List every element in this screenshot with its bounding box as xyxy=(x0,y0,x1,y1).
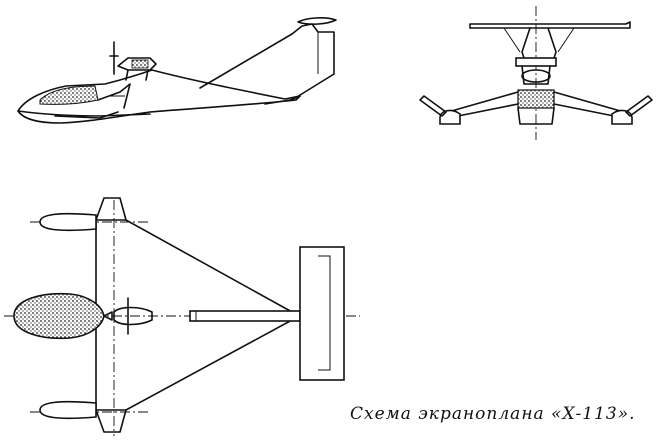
figure-caption: Схема экраноплана «Х-113». xyxy=(350,404,636,424)
top-view xyxy=(4,197,360,436)
front-view xyxy=(419,6,653,140)
side-view xyxy=(17,17,337,124)
